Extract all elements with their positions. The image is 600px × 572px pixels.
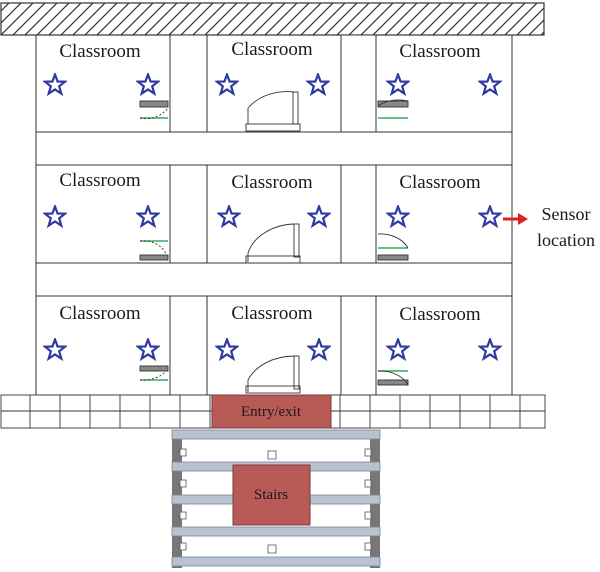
star-icon [478,205,502,227]
star-icon [215,73,239,95]
star-icon [43,338,67,360]
room-label: Classroom [59,41,141,62]
entry-exit-block [211,394,332,429]
star-icon [307,338,331,360]
stairs-block [232,464,311,526]
room-label: Classroom [399,41,481,62]
door-icon [245,91,301,132]
building-walls [35,34,513,396]
sensor-location-label: location [537,230,595,250]
door-icon [139,240,169,261]
star-icon [136,73,160,95]
entry-exit-label: Entry/exit [241,404,302,420]
door-icon [377,370,409,386]
star-icon [43,73,67,95]
room-label: Classroom [59,303,141,324]
stairs-label: Stairs [254,487,288,503]
door-icon [245,355,301,394]
door-icon [245,223,301,264]
star-icon [136,205,160,227]
star-icon [306,73,330,95]
door-icon [139,100,169,120]
hatched-wall [0,2,545,36]
door-icon [377,99,409,119]
room-label: Classroom [399,172,481,193]
star-icon [386,205,410,227]
room-label: Classroom [59,170,141,191]
room-label: Classroom [399,304,481,325]
star-icon [215,338,239,360]
star-icon [43,205,67,227]
star-icon [478,338,502,360]
room-label: Classroom [231,303,313,324]
star-icon [217,205,241,227]
star-icon [136,338,160,360]
sensor-location-label: Sensor [542,204,591,224]
door-icon [139,365,169,381]
star-icon [307,205,331,227]
room-label: Classroom [231,172,313,193]
door-icon [377,233,409,261]
right-arrow-icon [503,213,528,225]
room-label: Classroom [231,39,313,60]
star-icon [478,73,502,95]
star-icon [386,338,410,360]
star-icon [386,73,410,95]
